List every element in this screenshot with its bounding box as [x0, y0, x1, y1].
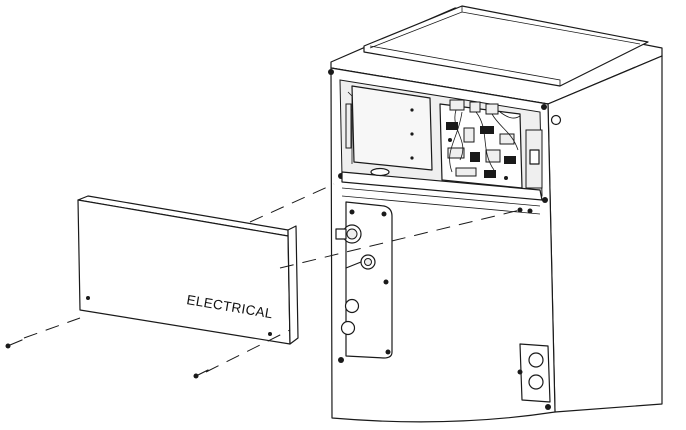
lower-compartment: [342, 188, 540, 214]
alignment-line-middle: [280, 210, 520, 268]
frame-screws: [328, 69, 551, 410]
panel-screw-bottom: [193, 370, 209, 379]
electrical-access-panel: ELECTRICAL: [78, 196, 298, 344]
side-screw: [552, 116, 561, 125]
suction-line-fitting: [336, 225, 361, 243]
alignment-line-left-screw: [24, 318, 80, 338]
control-board: [440, 100, 522, 188]
alignment-dashed-lines: [24, 184, 520, 372]
knockout-hole: [346, 300, 359, 313]
drain-connection-plate: [517, 344, 551, 402]
panel-screw-left: [5, 340, 23, 349]
alignment-line-bottom-screw: [206, 330, 290, 372]
liquid-line-fitting: [346, 255, 375, 269]
air-handler-cabinet: [328, 6, 662, 422]
cabinet-right-side: [548, 56, 662, 412]
knockout-hole: [342, 322, 355, 335]
line-set-access-plate: [336, 202, 392, 358]
alignment-line-top: [250, 184, 334, 222]
